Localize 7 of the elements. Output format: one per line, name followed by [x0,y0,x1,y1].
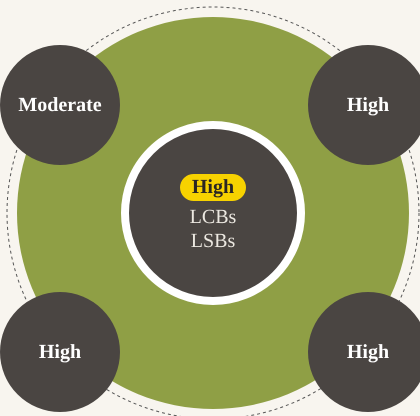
rating-label: High [346,94,390,116]
category-text: LCBs [190,204,236,228]
rating-label: Moderate [18,94,102,116]
category-text: LSBs [190,228,236,252]
rating-label: High [38,340,82,364]
rating-label: High [346,340,390,364]
rating-badge: High [180,174,246,200]
